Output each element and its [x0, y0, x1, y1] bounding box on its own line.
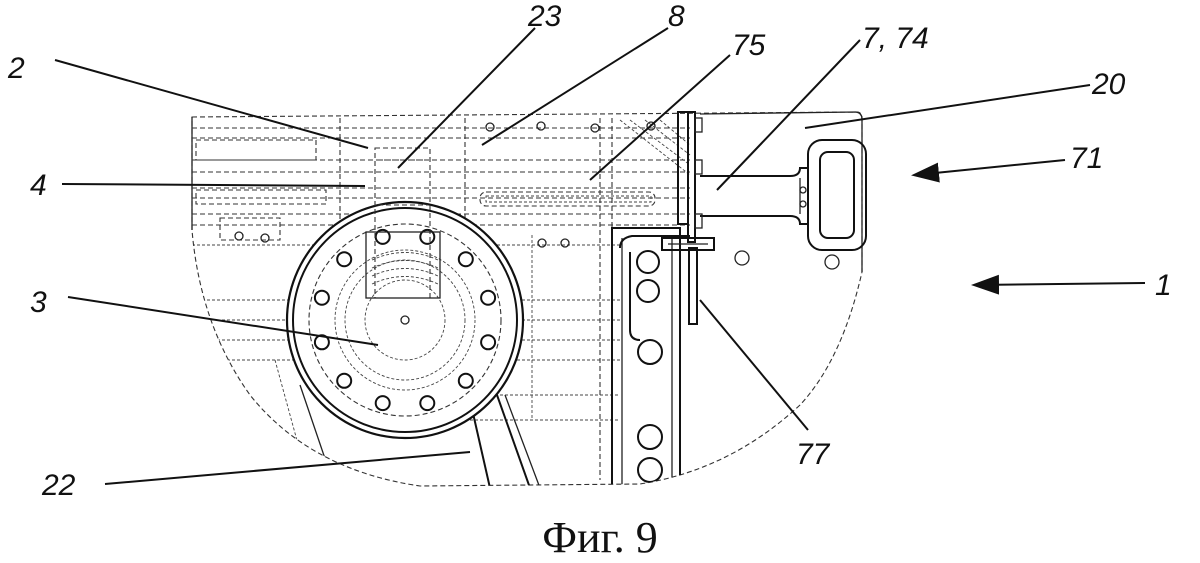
leader-23 [397, 27, 536, 169]
label-2: 2 [7, 52, 25, 85]
flange-bolt [419, 228, 436, 245]
label-4: 4 [30, 169, 47, 202]
figure-caption: Фиг. 9 [542, 513, 657, 562]
flange-bolt [374, 228, 391, 245]
internal-structure [192, 118, 691, 486]
hub-23 [365, 147, 441, 299]
flange-bolt-circle [313, 228, 497, 412]
label-20: 20 [1091, 68, 1126, 101]
leader-3 [67, 296, 379, 346]
flange-3 [285, 200, 525, 440]
label-8: 8 [668, 0, 685, 33]
callout-labels: 2 23 8 75 7, 74 20 4 71 1 3 77 22 [7, 0, 1172, 502]
leader-4 [61, 183, 366, 187]
label-71: 71 [1070, 142, 1103, 175]
leader-8 [481, 27, 669, 146]
flange-bolt [480, 289, 497, 306]
flange-bolt [336, 251, 353, 268]
flange-bolt [480, 334, 497, 351]
flange-bolt [419, 395, 436, 412]
flange-bolt [313, 289, 330, 306]
label-1: 1 [1155, 269, 1172, 302]
leader-2 [54, 59, 369, 149]
leader-22 [104, 451, 471, 485]
leader-20 [804, 84, 1091, 129]
leader-77 [699, 299, 809, 431]
flange-bolt [457, 372, 474, 389]
label-75: 75 [732, 29, 766, 62]
label-23: 23 [527, 0, 562, 33]
leader-lines [54, 27, 1146, 485]
label-22: 22 [41, 469, 76, 502]
stiffener-bolts [636, 250, 663, 483]
bracket-20 [699, 111, 867, 272]
leader-7-74 [716, 39, 861, 191]
flange-bolt [313, 334, 330, 351]
plate-77 [661, 111, 715, 325]
flange-bolt [457, 251, 474, 268]
arrow-71 [911, 159, 1066, 183]
label-77: 77 [796, 438, 831, 471]
label-3: 3 [30, 286, 47, 319]
flange-bolt [374, 395, 391, 412]
leader-75 [589, 54, 731, 181]
housing-outline [191, 111, 863, 487]
label-7-74: 7, 74 [862, 22, 929, 55]
flange-bolt [336, 372, 353, 389]
arrow-1 [971, 274, 1146, 295]
